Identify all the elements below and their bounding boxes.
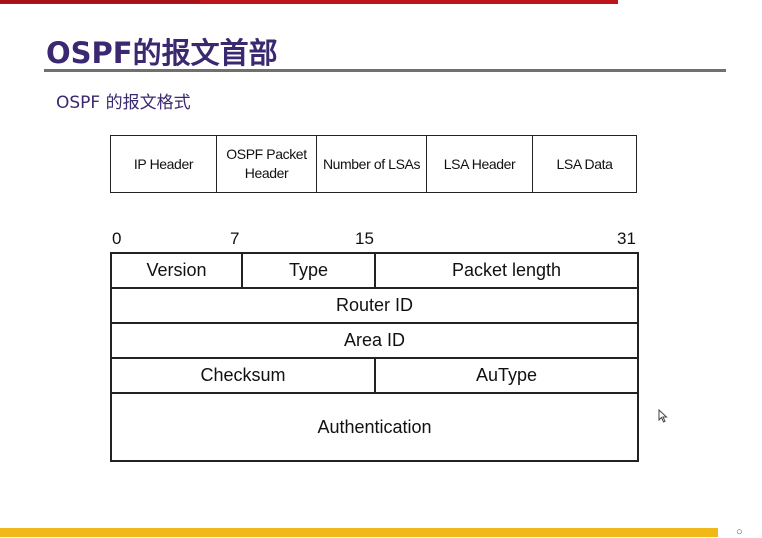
field-authentication: Authentication xyxy=(110,392,639,462)
slide-title: OSPF的报文首部 xyxy=(46,36,278,70)
bit-label-7: 7 xyxy=(230,229,240,248)
mouse-cursor-icon xyxy=(658,409,668,423)
field-type: Type xyxy=(241,252,376,289)
packet-format-table: IP Header OSPF Packet Header Number of L… xyxy=(110,135,637,193)
field-packet-length: Packet length xyxy=(374,252,639,289)
bit-label-0: 0 xyxy=(112,229,122,248)
ospf-header-table: Version Type Packet length Router ID Are… xyxy=(110,252,639,462)
packet-cell-lsa-data: LSA Data xyxy=(532,135,637,193)
corner-marker-icon: ○ xyxy=(736,526,743,538)
packet-cell-lsa-header: LSA Header xyxy=(426,135,533,193)
packet-cell-ip-header: IP Header xyxy=(110,135,217,193)
field-router-id: Router ID xyxy=(110,287,639,324)
top-accent-bar xyxy=(0,0,618,4)
field-checksum: Checksum xyxy=(110,357,376,394)
field-autype: AuType xyxy=(374,357,639,394)
bit-label-31: 31 xyxy=(617,229,636,248)
top-accent-strip xyxy=(0,0,200,3)
field-area-id: Area ID xyxy=(110,322,639,359)
bit-label-15: 15 xyxy=(355,229,374,248)
slide-subtitle: OSPF 的报文格式 xyxy=(56,93,191,113)
packet-cell-ospf-packet-header: OSPF Packet Header xyxy=(216,135,317,193)
field-version: Version xyxy=(110,252,243,289)
title-divider xyxy=(44,69,726,72)
bottom-accent-bar xyxy=(0,528,718,537)
packet-cell-number-of-lsas: Number of LSAs xyxy=(316,135,427,193)
